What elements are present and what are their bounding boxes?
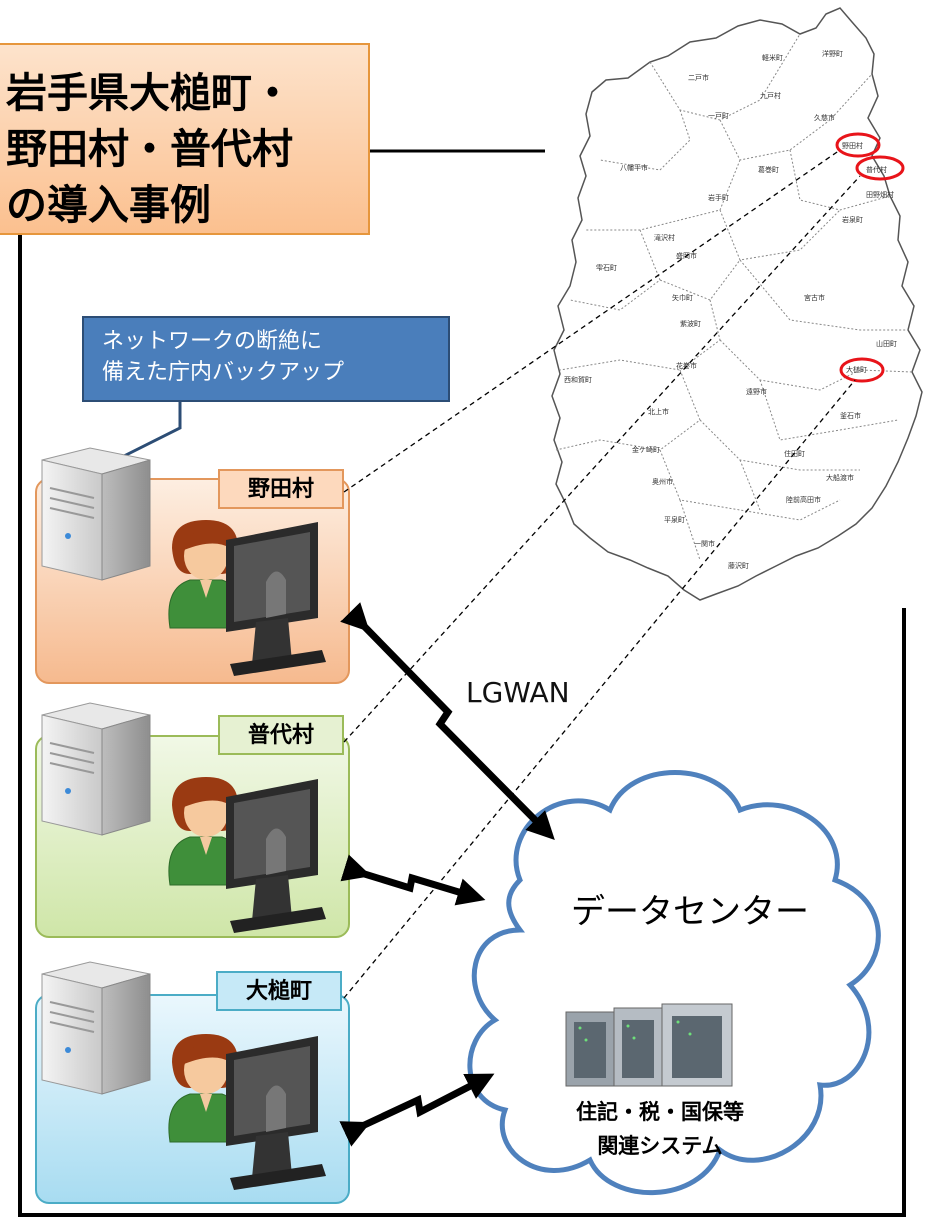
link-fudai xyxy=(340,854,486,906)
map-label-noda: 野田村 xyxy=(842,141,863,150)
map-label-ofunato: 大船渡市 xyxy=(826,473,854,482)
backup-callout: ネットワークの断絶に 備えた庁内バックアップ xyxy=(82,316,450,402)
map-label-oshu: 奥州市 xyxy=(652,477,673,486)
map-label-kunohe: 九戸村 xyxy=(760,91,781,100)
title-box: 岩手県大槌町・ 野田村・普代村 の導入事例 xyxy=(0,43,370,235)
map-label-ichinoseki: 一関市 xyxy=(694,539,715,548)
map-label-hiraizumi: 平泉町 xyxy=(664,515,685,524)
lgwan-label: LGWAN xyxy=(466,676,570,709)
office-label-fudai: 普代村 xyxy=(218,715,344,755)
map-label-ichinohe: 一戸町 xyxy=(708,112,729,120)
map-label-shiwa: 紫波町 xyxy=(680,319,701,328)
map-label-fujisawa: 藤沢町 xyxy=(728,561,749,570)
datacenter-systems-line-1: 住記・税・国保等 xyxy=(576,1100,744,1124)
map-label-hirono: 洋野町 xyxy=(822,49,843,58)
map-label-iwate: 岩手町 xyxy=(708,193,729,202)
map-label-kitakami: 北上市 xyxy=(648,407,669,416)
map-label-takizawa: 滝沢村 xyxy=(654,233,675,242)
office-label-otsuchi: 大槌町 xyxy=(216,971,342,1011)
map-label-otsuchi: 大槌町 xyxy=(846,365,867,374)
datacenter-cloud xyxy=(467,770,881,1196)
datacenter-title: データセンター xyxy=(571,892,809,932)
map-label-yamada: 山田町 xyxy=(876,339,897,348)
office-label-noda: 野田村 xyxy=(218,469,344,509)
lgwan-link-noda xyxy=(340,602,555,840)
map-label-shizukuishi: 雫石町 xyxy=(596,264,617,272)
map-label-kuji: 久慈市 xyxy=(814,113,835,122)
map-label-hachimantai: 八幡平市 xyxy=(620,163,648,172)
map-label-kamaishi: 釜石市 xyxy=(840,411,861,420)
callout-line-2: 備えた庁内バックアップ xyxy=(102,360,345,385)
title-line-1: 岩手県大槌町・ xyxy=(6,69,293,117)
highlight-noda xyxy=(835,132,881,158)
callout-line-1: ネットワークの断絶に xyxy=(102,329,323,354)
title-line-3: の導入事例 xyxy=(6,181,211,229)
map-label-karumai: 軽米町 xyxy=(762,53,783,62)
map-label-kanegasaki: 金ケ崎町 xyxy=(632,445,660,454)
map-label-miyako: 宮古市 xyxy=(804,293,825,302)
link-otsuchi xyxy=(339,1073,495,1147)
datacenter-systems-line-2: 関連システム xyxy=(597,1134,723,1158)
map-label-fudai: 普代村 xyxy=(866,165,887,174)
iwate-outline xyxy=(551,7,923,601)
highlight-otsuchi xyxy=(839,357,885,383)
municipal-boundaries xyxy=(555,33,913,561)
map-label-tanohata: 田野畑村 xyxy=(866,190,894,199)
map-label-ninohe: 二戸市 xyxy=(688,73,709,82)
datacenter-server-rack xyxy=(565,1003,733,1087)
map-label-iwaizumi: 岩泉町 xyxy=(842,215,863,224)
map-label-kuzumaki: 葛巻町 xyxy=(758,165,779,174)
map-label-yahaba: 矢巾町 xyxy=(672,293,693,302)
map-label-tono: 遠野市 xyxy=(746,387,767,396)
title-line-2: 野田村・普代村 xyxy=(6,125,293,173)
map-reference-lines xyxy=(343,149,861,999)
map-label-nishiwaga: 西和賀町 xyxy=(564,375,592,384)
map-label-rikuzentakata: 陸前高田市 xyxy=(786,495,821,504)
highlight-fudai xyxy=(855,155,905,181)
